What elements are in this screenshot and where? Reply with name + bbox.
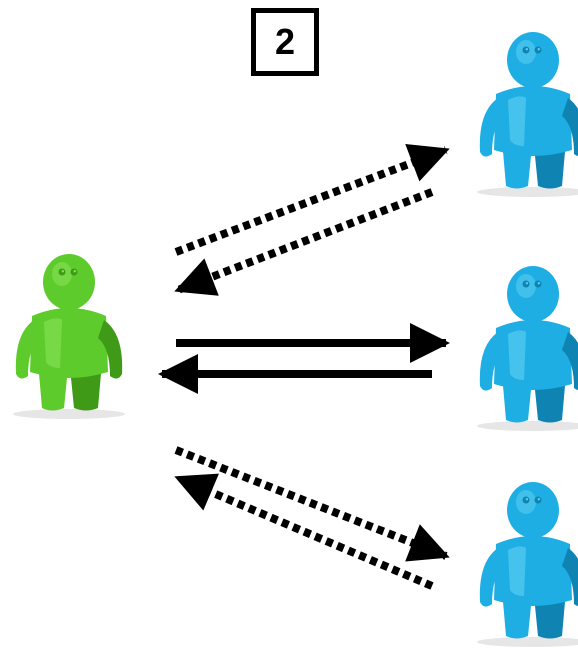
person-figure-green: [4, 250, 134, 420]
link-middle: [162, 343, 446, 374]
person-figure-blue-middle: [468, 262, 578, 432]
person-figure-blue-top: [468, 28, 578, 198]
arrow-to-bottom-receiver: [176, 450, 446, 556]
link-top: [176, 150, 446, 290]
link-bottom: [176, 450, 446, 586]
person-figure-blue-bottom: [468, 478, 578, 648]
